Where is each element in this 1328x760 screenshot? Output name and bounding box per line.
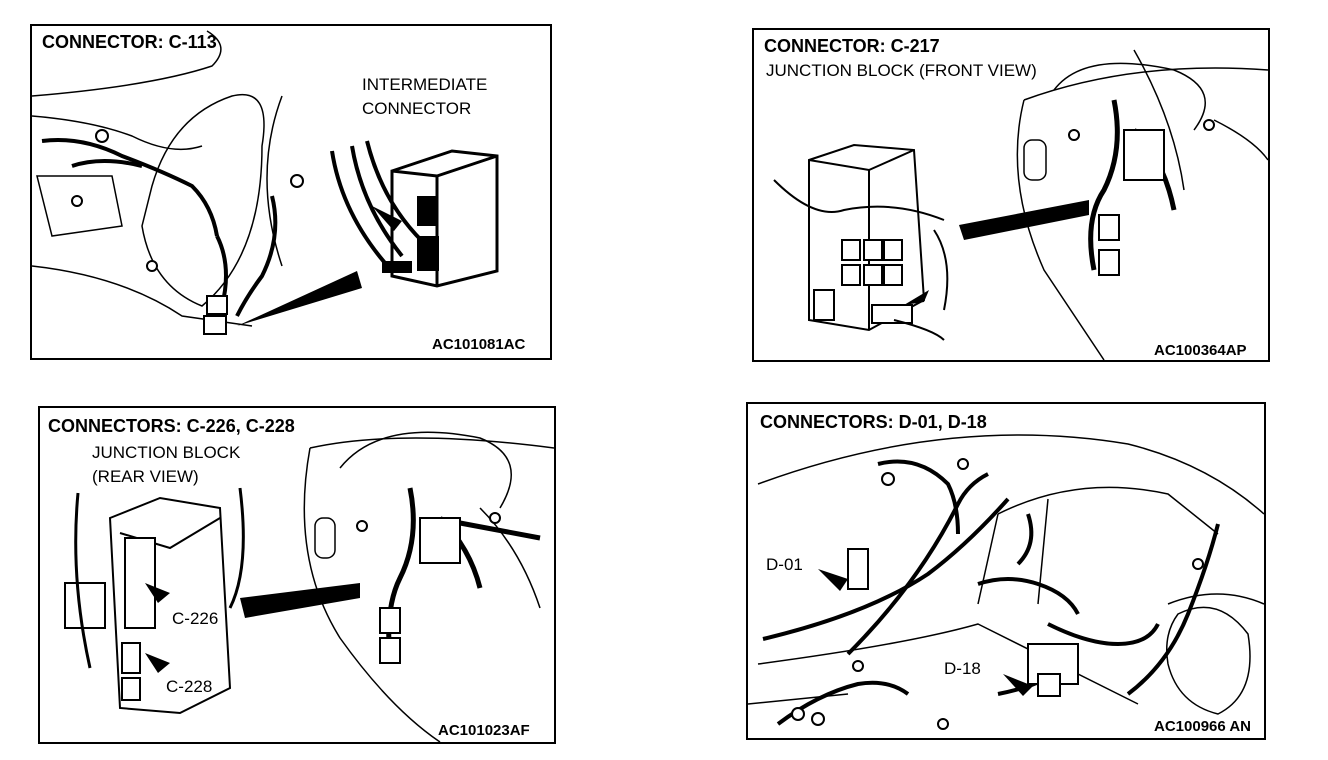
figure-code: AC101023AF <box>438 722 530 739</box>
c-228-label: C-228 <box>166 677 213 696</box>
d-01-d-18-illustration <box>748 434 1264 730</box>
junction-block-label-line2: (REAR VIEW) <box>92 467 199 486</box>
figure-code: AC100364AP <box>1154 342 1247 359</box>
c-226-label: C-226 <box>172 609 219 628</box>
d-01-label: D-01 <box>766 555 803 574</box>
panel-title: CONNECTORS: C-226, C-228 <box>48 416 295 436</box>
panel-title: CONNECTORS: D-01, D-18 <box>760 412 987 432</box>
intermediate-label-line1: INTERMEDIATE <box>362 75 488 94</box>
junction-block-label: JUNCTION BLOCK (FRONT VIEW) <box>766 61 1037 80</box>
junction-block-label-line1: JUNCTION BLOCK <box>92 443 241 462</box>
panel-c-113: CONNECTOR: C-113 INTERMEDIATE CONNECTOR … <box>30 24 552 360</box>
figure-code: AC101081AC <box>432 336 526 353</box>
panel-title: CONNECTOR: C-113 <box>42 32 217 52</box>
figure-code: AC100966 AN <box>1154 718 1251 735</box>
c-113-illustration <box>32 30 499 335</box>
panel-c-226-c-228: CONNECTORS: C-226, C-228 JUNCTION BLOCK … <box>38 406 556 744</box>
d-18-label: D-18 <box>944 659 981 678</box>
intermediate-label-line2: CONNECTOR <box>362 99 472 118</box>
panel-c-217: CONNECTOR: C-217 JUNCTION BLOCK (FRONT V… <box>752 28 1270 362</box>
panel-title: CONNECTOR: C-217 <box>764 36 940 56</box>
c-226-c-228-illustration <box>64 431 554 742</box>
c-217-illustration <box>773 49 1268 360</box>
panel-d-01-d-18: CONNECTORS: D-01, D-18 D-01 D-18 AC10096… <box>746 402 1266 740</box>
